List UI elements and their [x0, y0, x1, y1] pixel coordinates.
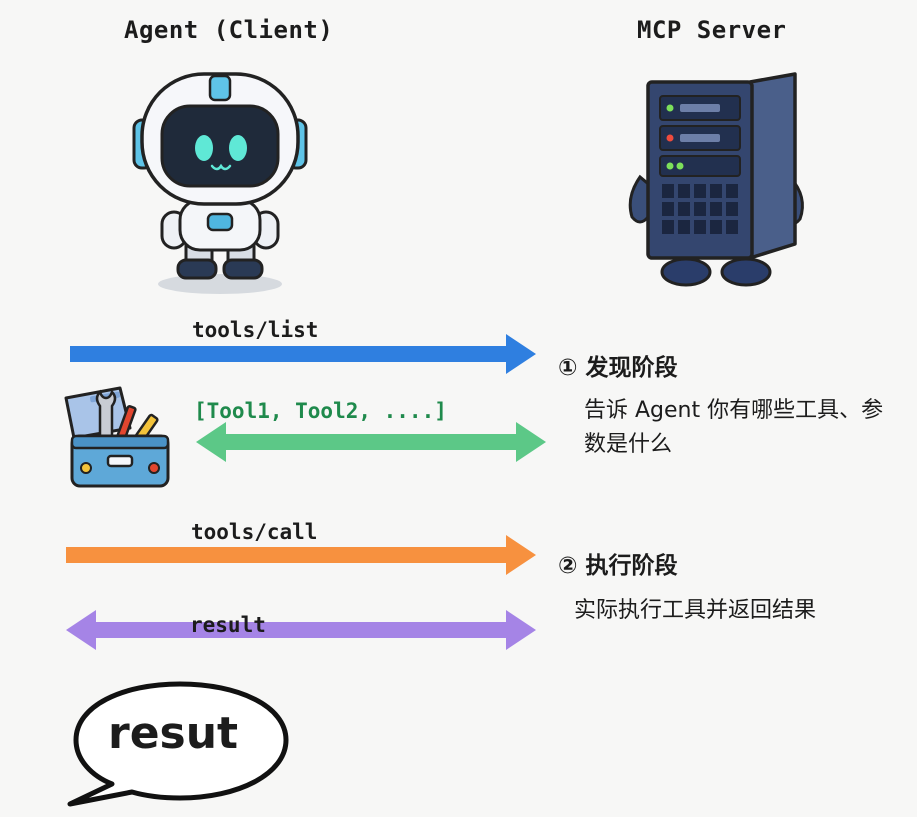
- robot-icon: [132, 72, 308, 294]
- client-title: Agent (Client): [124, 16, 334, 44]
- tools-list-label: tools/list: [192, 318, 319, 342]
- server-title: MCP Server: [637, 16, 787, 44]
- discovery-phase-title: ① 发现阶段: [558, 355, 678, 381]
- tools-call-arrow: [66, 535, 536, 575]
- tools-list-arrow: [70, 334, 536, 374]
- result-arrow: [66, 610, 536, 650]
- discovery-phase-description: 告诉 Agent 你有哪些工具、参数是什么: [584, 398, 884, 457]
- tools-call-label: tools/call: [191, 520, 318, 544]
- tool-list-response-arrow: [196, 422, 546, 462]
- server-icon: [628, 72, 804, 287]
- toolbox-icon: [64, 386, 170, 488]
- tool-list-response-label: [Tool1, Tool2, ....]: [194, 399, 447, 423]
- bubble-text: resut: [108, 708, 239, 759]
- speech-bubble-icon: [67, 681, 289, 807]
- execution-phase-description: 实际执行工具并返回结果: [574, 598, 817, 623]
- result-label: result: [190, 613, 266, 637]
- execution-phase-title: ② 执行阶段: [558, 553, 678, 579]
